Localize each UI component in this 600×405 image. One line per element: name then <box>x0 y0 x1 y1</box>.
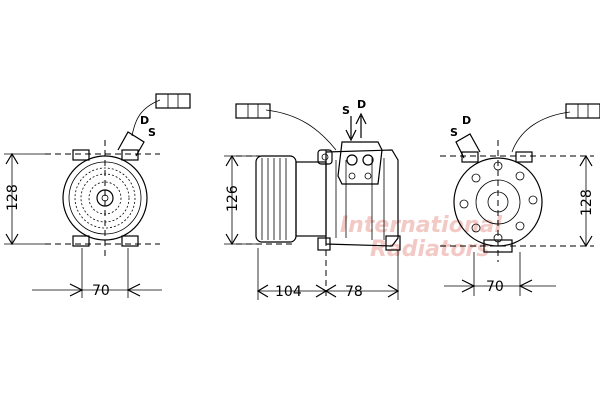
electrical-connector-icon <box>155 93 191 109</box>
front-width-dimension: 70 <box>92 283 110 299</box>
front-port-d: D <box>140 114 149 127</box>
electrical-connector-icon <box>235 103 271 119</box>
rear-port-d: D <box>462 114 471 127</box>
watermark: International Radiators <box>340 213 502 262</box>
rear-port-s: S <box>450 126 458 139</box>
rear-view: D S 128 70 <box>440 103 600 296</box>
side-length-right-dimension: 78 <box>345 284 363 300</box>
side-port-d: D <box>357 98 366 111</box>
front-view: D S 128 70 <box>4 93 191 299</box>
electrical-connector-icon <box>565 103 600 119</box>
arrow-up-icon <box>355 112 367 138</box>
side-port-suction <box>346 154 358 166</box>
arrow-down-icon <box>345 116 357 142</box>
side-length-left-dimension: 104 <box>275 284 302 300</box>
side-port-discharge <box>362 154 374 166</box>
front-clutch-outer <box>62 155 148 241</box>
front-height-dimension: 128 <box>5 184 21 211</box>
front-port-s: S <box>148 126 156 139</box>
side-port-s: S <box>342 104 350 117</box>
watermark-line1: International <box>340 213 502 238</box>
rear-width-dimension: 70 <box>486 279 504 295</box>
side-height-dimension: 126 <box>225 185 241 212</box>
rear-height-dimension: 128 <box>579 189 595 216</box>
side-view: S D 126 104 78 <box>224 98 401 300</box>
